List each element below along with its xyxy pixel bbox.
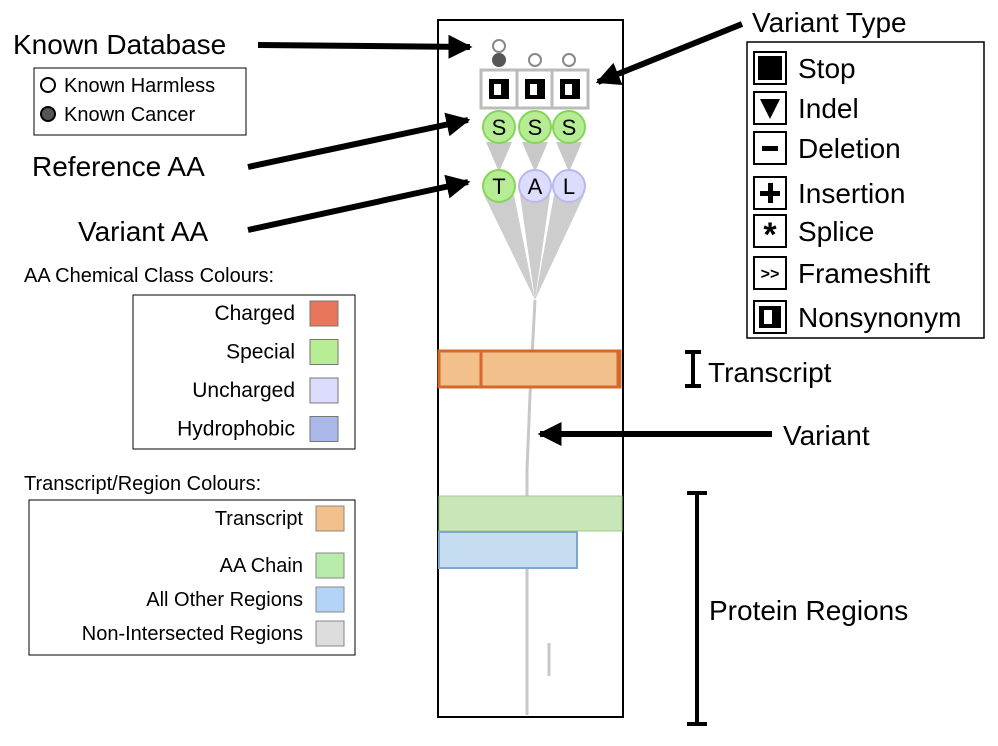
region-legend-title: Transcript/Region Colours: bbox=[24, 473, 261, 495]
ref-to-variant-arrows bbox=[486, 142, 582, 172]
region-legend-swatch bbox=[315, 505, 345, 532]
svg-text:*: * bbox=[763, 216, 777, 254]
aa-class-legend-swatch bbox=[309, 416, 339, 442]
reference-aa-1: S bbox=[482, 110, 516, 144]
region-legend-label: Non-Intersected Regions bbox=[82, 623, 303, 645]
reference-aa-letter: S bbox=[492, 115, 507, 140]
known-legend-marker bbox=[40, 77, 56, 93]
aa-class-legend-swatch bbox=[309, 339, 339, 365]
variant-type-label: Insertion bbox=[798, 178, 905, 209]
frameshift-icon: >> bbox=[753, 256, 787, 290]
known-legend-marker bbox=[40, 106, 56, 122]
deletion-icon bbox=[753, 131, 787, 165]
variant-label: Variant bbox=[783, 420, 870, 451]
variant-type-arrow bbox=[595, 21, 744, 86]
known-database-arrow bbox=[257, 34, 473, 59]
reference-aa-3: S bbox=[552, 110, 586, 144]
aa-class-legend-title: AA Chemical Class Colours: bbox=[24, 265, 274, 287]
region-legend-label: AA Chain bbox=[220, 555, 303, 577]
reference-aa-circle bbox=[518, 110, 552, 144]
variant-aa-1: T bbox=[482, 169, 516, 203]
known-legend-label: Known Cancer bbox=[64, 104, 196, 126]
transcript-bar bbox=[437, 349, 622, 389]
stop-icon bbox=[753, 51, 787, 85]
reference-aa-2: S bbox=[518, 110, 552, 144]
aa-class-legend-label: Special bbox=[226, 341, 295, 364]
aa-chain-bar bbox=[438, 495, 623, 532]
aa-class-legend-swatch bbox=[309, 300, 339, 327]
reference-aa-circle bbox=[552, 110, 586, 144]
variant-aa-3: L bbox=[552, 169, 586, 203]
variant-type-label: Frameshift bbox=[798, 258, 930, 289]
variant-type-label: Indel bbox=[798, 93, 859, 124]
variant-aa-label: Variant AA bbox=[78, 216, 209, 247]
variant-aa-letter: A bbox=[528, 174, 543, 199]
region-legend-swatch bbox=[315, 552, 345, 579]
transcript-label: Transcript bbox=[708, 357, 832, 388]
reference-aa-label: Reference AA bbox=[32, 151, 205, 182]
variant-type-boxes bbox=[479, 68, 590, 110]
reference-aa-letter: S bbox=[528, 115, 543, 140]
insertion-icon bbox=[753, 176, 787, 210]
variant-aa-arrow bbox=[247, 174, 471, 233]
aa-class-legend-label: Charged bbox=[214, 302, 295, 325]
variant-type-title: Variant Type bbox=[752, 7, 907, 38]
reference-aa-circle bbox=[482, 110, 516, 144]
variant-type-label: Deletion bbox=[798, 133, 901, 164]
transcript-bracket bbox=[685, 350, 701, 388]
aa-class-legend-label: Hydrophobic bbox=[177, 418, 295, 441]
known-database-label: Known Database bbox=[13, 29, 226, 60]
region-legend-swatch bbox=[315, 586, 345, 613]
region-legend-label: All Other Regions bbox=[146, 589, 303, 611]
known-database-markers bbox=[492, 39, 576, 67]
variant-aa-letter: T bbox=[492, 174, 505, 199]
frameshift-glyph: >> bbox=[761, 266, 780, 283]
known-legend-box bbox=[33, 67, 247, 136]
variant-fan bbox=[484, 195, 584, 300]
other-region-bar bbox=[438, 531, 578, 569]
variant-type-label: Stop bbox=[798, 53, 856, 84]
variant-type-label: Splice bbox=[798, 216, 874, 247]
protein-regions-bracket bbox=[687, 491, 707, 726]
protein-regions-label: Protein Regions bbox=[709, 595, 908, 626]
reference-aa-letter: S bbox=[562, 115, 577, 140]
variant-stem bbox=[525, 299, 537, 715]
nonsynonym-icon bbox=[753, 300, 787, 334]
region-legend-box bbox=[28, 499, 356, 656]
region-legend-label: Transcript bbox=[215, 508, 304, 530]
region-legend-swatch bbox=[315, 620, 345, 647]
variant-aa-circle bbox=[482, 169, 516, 203]
indel-icon bbox=[753, 91, 787, 125]
known-legend-label: Known Harmless bbox=[64, 75, 215, 97]
variant-type-label: Nonsynonym bbox=[798, 302, 961, 333]
splice-icon: * bbox=[753, 214, 787, 254]
variant-aa-circle bbox=[552, 169, 586, 203]
variant-aa-letter: L bbox=[563, 174, 575, 199]
aa-class-legend-swatch bbox=[309, 377, 339, 404]
aa-class-legend-label: Uncharged bbox=[192, 379, 295, 402]
reference-aa-arrow bbox=[247, 112, 471, 170]
variant-aa-2: A bbox=[518, 169, 552, 203]
variant-aa-circle bbox=[518, 169, 552, 203]
